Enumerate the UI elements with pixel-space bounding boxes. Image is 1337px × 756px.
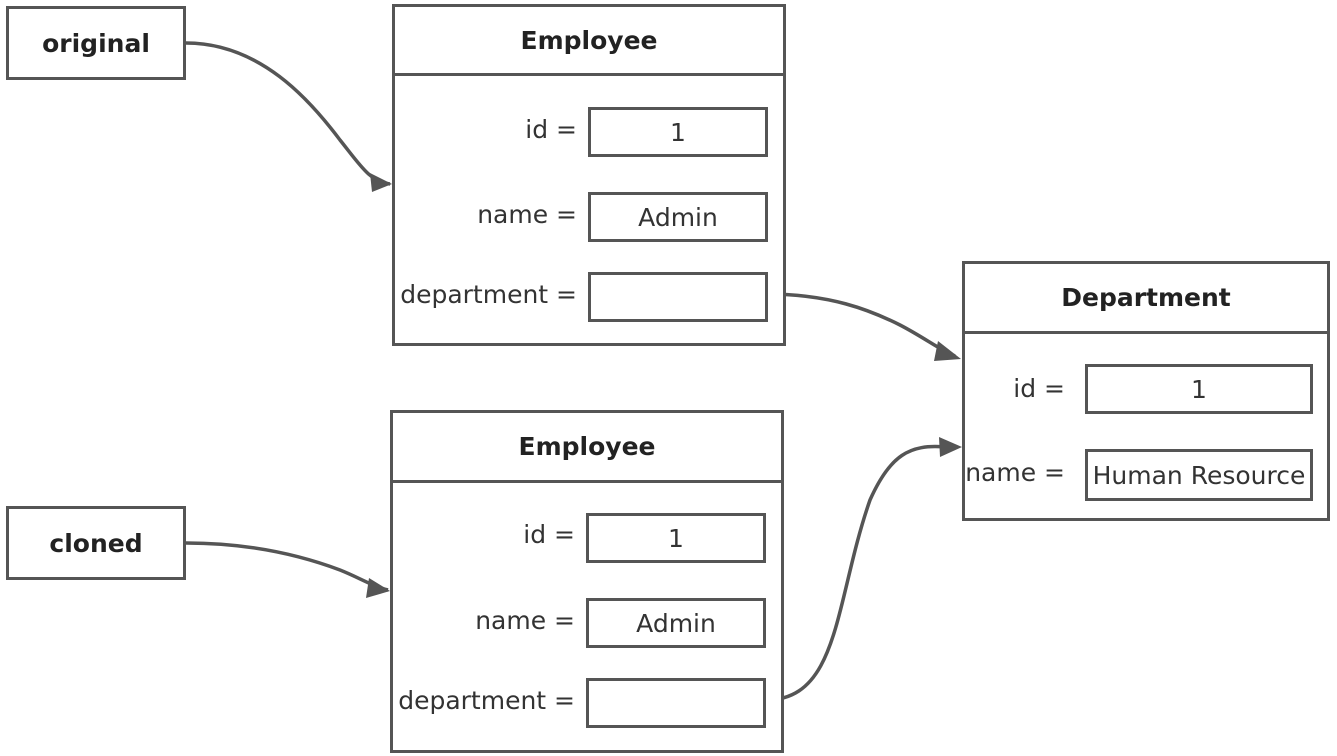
employee-object-cloned: Employee id = 1 name = Admin department … [390, 410, 784, 753]
field-value-department [588, 272, 768, 322]
field-label-name: name = [475, 606, 575, 635]
arrow-original-to-employee [185, 41, 391, 186]
employee-title: Employee [395, 7, 783, 76]
field-value-name: Admin [588, 192, 768, 242]
employee-title: Employee [393, 413, 781, 483]
employee-object-original: Employee id = 1 name = Admin department … [392, 4, 786, 346]
arrowhead-original [370, 173, 392, 192]
arrow-department-cloned [765, 444, 946, 702]
ref-cloned: cloned [6, 506, 186, 580]
field-value-id: 1 [588, 107, 768, 157]
field-value-name: Human Resource [1085, 449, 1313, 501]
ref-original-label: original [42, 28, 150, 58]
ref-original: original [6, 6, 186, 80]
field-label-department: department = [400, 280, 577, 309]
arrow-department-original [765, 292, 956, 358]
employee-title-text: Employee [520, 25, 658, 55]
arrow-cloned-to-employee [185, 541, 389, 592]
field-value-department [586, 678, 766, 728]
field-label-id: id = [1013, 374, 1065, 403]
ref-cloned-label: cloned [49, 528, 143, 558]
field-label-department: department = [398, 686, 575, 715]
field-label-name: name = [965, 458, 1065, 487]
department-object: Department id = 1 name = Human Resource [962, 261, 1330, 521]
department-title-text: Department [1061, 283, 1231, 312]
field-value-id: 1 [1085, 364, 1313, 414]
employee-title-text: Employee [518, 432, 656, 461]
field-value-id: 1 [586, 513, 766, 563]
field-label-name: name = [477, 200, 577, 229]
arrowhead-cloned [366, 578, 390, 598]
arrowhead-department-original [934, 341, 961, 361]
field-label-id: id = [525, 115, 577, 144]
arrowhead-department-cloned [939, 437, 962, 457]
field-label-id: id = [523, 520, 575, 549]
department-title: Department [965, 264, 1327, 334]
field-value-name: Admin [586, 598, 766, 648]
